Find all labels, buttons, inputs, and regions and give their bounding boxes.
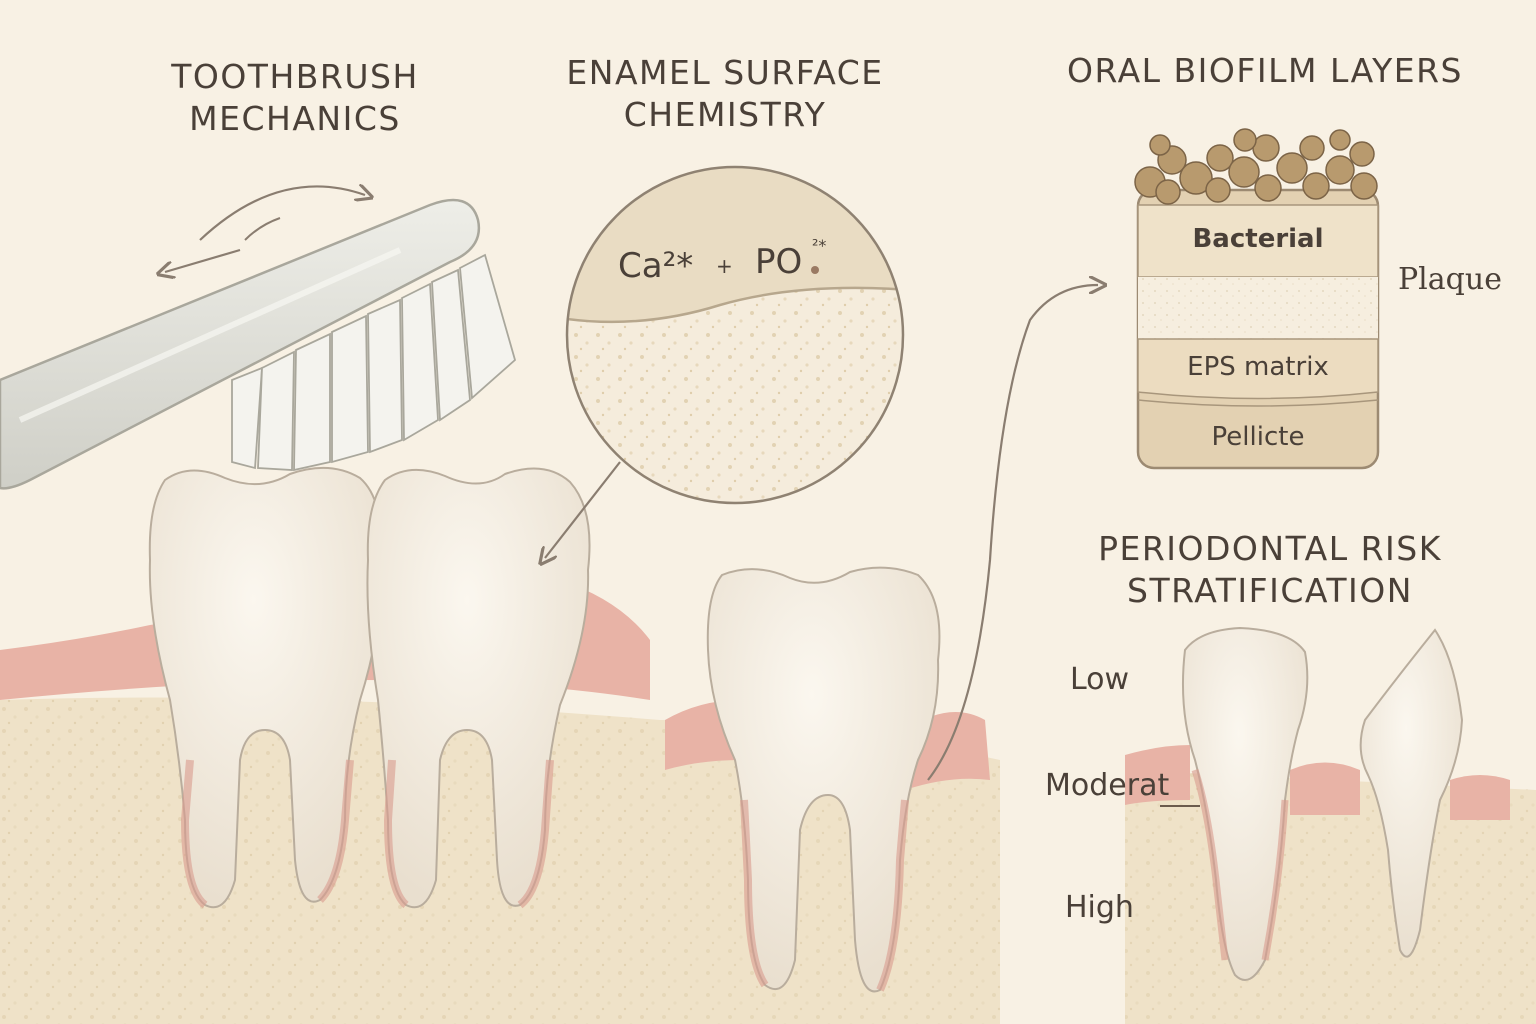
molar-middle [706, 566, 941, 993]
canine-right [1359, 628, 1464, 958]
toothbrush [0, 186, 517, 490]
enamel-chemistry-heading: ENAMEL SURFACE CHEMISTRY [530, 52, 920, 136]
biofilm-layer-pellicle: Pellicte [1211, 422, 1305, 452]
incisor-right-1 [1181, 626, 1309, 981]
biofilm-heading-text: ORAL BIOFILM LAYERS [1067, 51, 1463, 90]
biofilm-layer-eps-matrix: EPS matrix [1187, 352, 1329, 382]
periodontal-heading: PERIODONTAL RISK STRATIFICATION [1060, 528, 1480, 612]
enamel-heading-line2: CHEMISTRY [623, 95, 827, 134]
biofilm-block [1134, 128, 1380, 470]
ion-phosphate: PO [755, 242, 803, 282]
biofilm-layer-bacterial: Bacterial [1192, 224, 1324, 254]
right-gum [1125, 745, 1190, 805]
risk-level-low: Low [1070, 662, 1130, 697]
toothbrush-mechanics-heading: TOOTHBRUSH MECHANICS [130, 56, 460, 140]
periodontal-heading-line2: STRATIFICATION [1127, 571, 1413, 610]
molar-left-1 [148, 466, 382, 909]
biofilm-heading: ORAL BIOFILM LAYERS [1030, 50, 1500, 92]
ion-plus: + [716, 254, 733, 278]
enamel-magnifier [545, 165, 905, 558]
ion-phosphate-charge: ²* [812, 236, 827, 255]
toothbrush-heading-line1: TOOTHBRUSH [171, 57, 419, 96]
risk-level-high: High [1065, 890, 1134, 925]
molar-left-2 [366, 467, 591, 909]
risk-level-moderate: Moderat [1045, 768, 1170, 803]
enamel-heading-line1: ENAMEL SURFACE [566, 53, 884, 92]
periodontal-heading-line1: PERIODONTAL RISK [1098, 529, 1442, 568]
ion-calcium: Ca²* [618, 246, 694, 286]
plaque-label: Plaque [1398, 262, 1502, 297]
toothbrush-heading-line2: MECHANICS [189, 99, 401, 138]
